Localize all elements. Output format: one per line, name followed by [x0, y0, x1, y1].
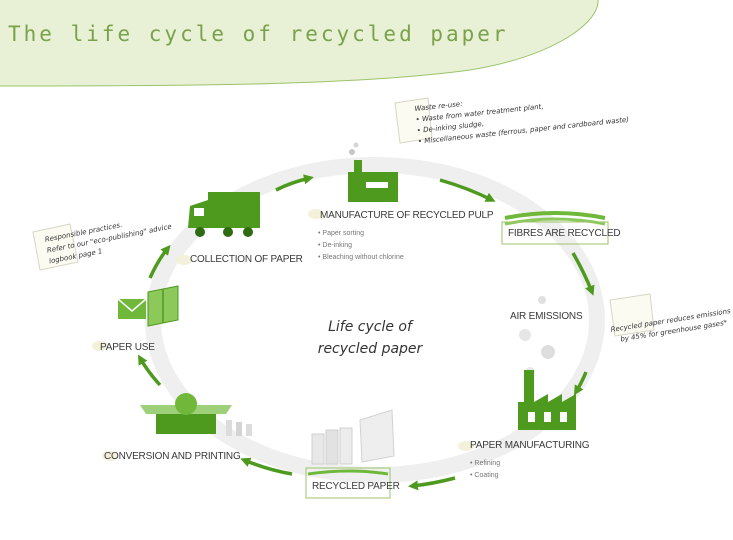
center-title-line-2: recycled paper	[317, 341, 423, 357]
note-paper-icon	[32, 97, 655, 337]
stage-manufacture-pulp-bullets: Paper sorting De-inking Bleaching withou…	[318, 228, 404, 264]
arrow-pulp-to-fibres	[439, 178, 496, 202]
arrow-conversion-to-use	[138, 354, 162, 387]
stage-manufacture-pulp-label: MANUFACTURE OF RECYCLED PULP	[320, 210, 494, 221]
stage-paper-use-label: PAPER USE	[100, 342, 155, 353]
envelope-icon	[117, 298, 147, 319]
arrow-manufacturing-to-recycled	[408, 476, 456, 491]
bullet-item: Paper sorting	[318, 228, 404, 240]
book-icon	[147, 285, 179, 327]
stage-collection-label: COLLECTION OF PAPER	[190, 254, 303, 265]
paper-rolls-icon	[305, 409, 395, 499]
printing-machine-icon	[140, 393, 252, 436]
truck-icon	[188, 192, 260, 237]
arrow-collection-to-pulp	[275, 174, 314, 192]
stage-fibres-label: FIBRES ARE RECYCLED	[508, 228, 621, 239]
center-title-line-1: Life cycle of	[328, 319, 412, 335]
fibres-icon	[501, 211, 609, 245]
arrow-use-to-collection	[148, 244, 171, 279]
paper-factory-icon	[518, 370, 576, 430]
bullet-item: Refining	[470, 458, 500, 470]
bullet-item: Coating	[470, 470, 500, 482]
arrow-recycled-to-conversion	[240, 457, 293, 476]
stage-conversion-label: CONVERSION AND PRINTING	[104, 451, 241, 462]
header-band	[0, 0, 599, 86]
arrow-fibres-to-air	[571, 252, 595, 296]
bullet-item: Bleaching without chlorine	[318, 252, 403, 264]
stage-air-emissions-label: AIR EMISSIONS	[510, 311, 583, 322]
smoke-icon	[519, 296, 555, 377]
cycle-center-title: Life cycle of recycled paper	[300, 316, 440, 360]
header-band-edge	[0, 0, 599, 87]
stage-paper-manufacturing-label: PAPER MANUFACTURING	[470, 440, 590, 451]
label-bean-markers	[92, 209, 474, 461]
bullet-item: De-inking	[318, 240, 404, 252]
factory-icon	[348, 142, 398, 202]
page-title: The life cycle of recycled paper	[8, 22, 509, 46]
stage-paper-manufacturing-bullets: Refining Coating	[470, 458, 500, 482]
stage-recycled-paper-label: RECYCLED PAPER	[312, 481, 400, 492]
arrow-air-to-manufacturing	[573, 371, 588, 396]
